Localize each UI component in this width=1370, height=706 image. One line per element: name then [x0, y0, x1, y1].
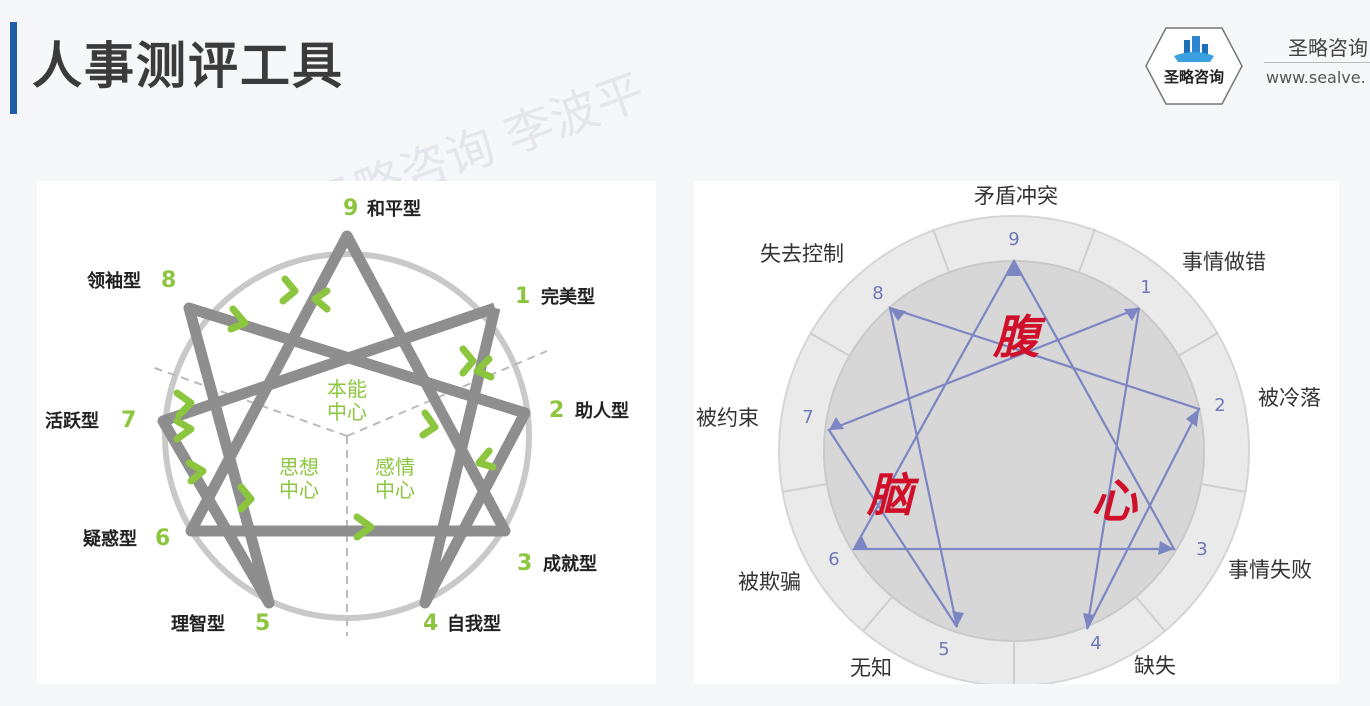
ring-number-3: 3 [1196, 539, 1207, 560]
ring-number-9: 9 [1008, 229, 1019, 250]
logo-divider [1264, 62, 1370, 63]
type-6-label: 疑惑型 [83, 528, 137, 550]
type-2-label: 助人型 [575, 400, 629, 422]
center-thinking-l1: 思想 [279, 455, 319, 479]
ring-number-5: 5 [938, 639, 949, 660]
ring-number-4: 4 [1090, 633, 1101, 654]
type-9-label: 和平型 [367, 198, 421, 220]
calligraphy-head: 脑 [866, 468, 920, 522]
type-2-number: 2 [549, 398, 564, 423]
enneagram-types-diagram: 本能 中心 思想 中心 感情 中心 9 和平型 1 完美型 2 助人型 3 成就… [37, 181, 656, 684]
type-1-label: 完美型 [541, 286, 595, 308]
fear-label-6: 被欺骗 [738, 570, 801, 594]
calligraphy-heart: 心 [1091, 474, 1139, 528]
fear-label-7: 被约束 [696, 406, 759, 430]
logo-badge-text: 圣略咨询 [1163, 68, 1224, 86]
type-3-label: 成就型 [543, 553, 597, 575]
center-feeling-l2: 中心 [375, 478, 415, 502]
type-7-label: 活跃型 [45, 410, 99, 432]
logo-url: www.sealve. [1266, 68, 1366, 87]
ring-number-7: 7 [802, 407, 813, 428]
type-7-number: 7 [121, 408, 136, 433]
type-5-label: 理智型 [171, 613, 225, 635]
type-8-label: 领袖型 [87, 270, 141, 292]
fear-label-1: 事情做错 [1182, 250, 1266, 274]
center-instinct-l1: 本能 [327, 377, 367, 401]
type-5-number: 5 [255, 611, 270, 636]
center-feeling-l1: 感情 [375, 455, 415, 479]
fear-label-5: 无知 [850, 656, 892, 680]
logo-name: 圣略咨询 [1288, 36, 1368, 60]
page-title: 人事测评工具 [32, 37, 344, 95]
fear-label-2: 被冷落 [1258, 386, 1321, 410]
type-8-number: 8 [161, 268, 176, 293]
logo-badge-icon: 圣略咨询 [1145, 27, 1243, 105]
type-4-number: 4 [423, 611, 438, 636]
ring-number-2: 2 [1214, 395, 1225, 416]
ring-number-8: 8 [872, 283, 883, 304]
ring-number-1: 1 [1140, 277, 1151, 298]
enneagram-fears-svg: 9 1 2 3 4 5 6 7 8 矛盾冲突 事情做错 被冷落 事情失败 缺失 … [696, 184, 1321, 687]
calligraphy-belly: 腹 [992, 310, 1046, 364]
enneagram-fears-diagram: 9 1 2 3 4 5 6 7 8 矛盾冲突 事情做错 被冷落 事情失败 缺失 … [694, 181, 1339, 687]
center-instinct-l2: 中心 [327, 400, 367, 424]
enneagram-types-svg: 本能 中心 思想 中心 感情 中心 9 和平型 1 完美型 2 助人型 3 成就… [45, 196, 629, 636]
fear-label-4: 缺失 [1134, 654, 1176, 678]
center-thinking-l2: 中心 [279, 478, 319, 502]
type-4-label: 自我型 [447, 613, 501, 635]
title-accent-bar [10, 22, 17, 114]
type-9-number: 9 [343, 196, 358, 221]
type-6-number: 6 [155, 526, 170, 551]
ring-number-6: 6 [828, 549, 839, 570]
type-3-number: 3 [517, 551, 532, 576]
fear-label-8: 失去控制 [760, 242, 844, 266]
fear-label-3: 事情失败 [1228, 558, 1312, 582]
brand-logo: 圣略咨询 圣略咨询 www.sealve. [1140, 20, 1370, 112]
type-1-number: 1 [515, 284, 530, 309]
fear-label-9: 矛盾冲突 [974, 184, 1058, 208]
